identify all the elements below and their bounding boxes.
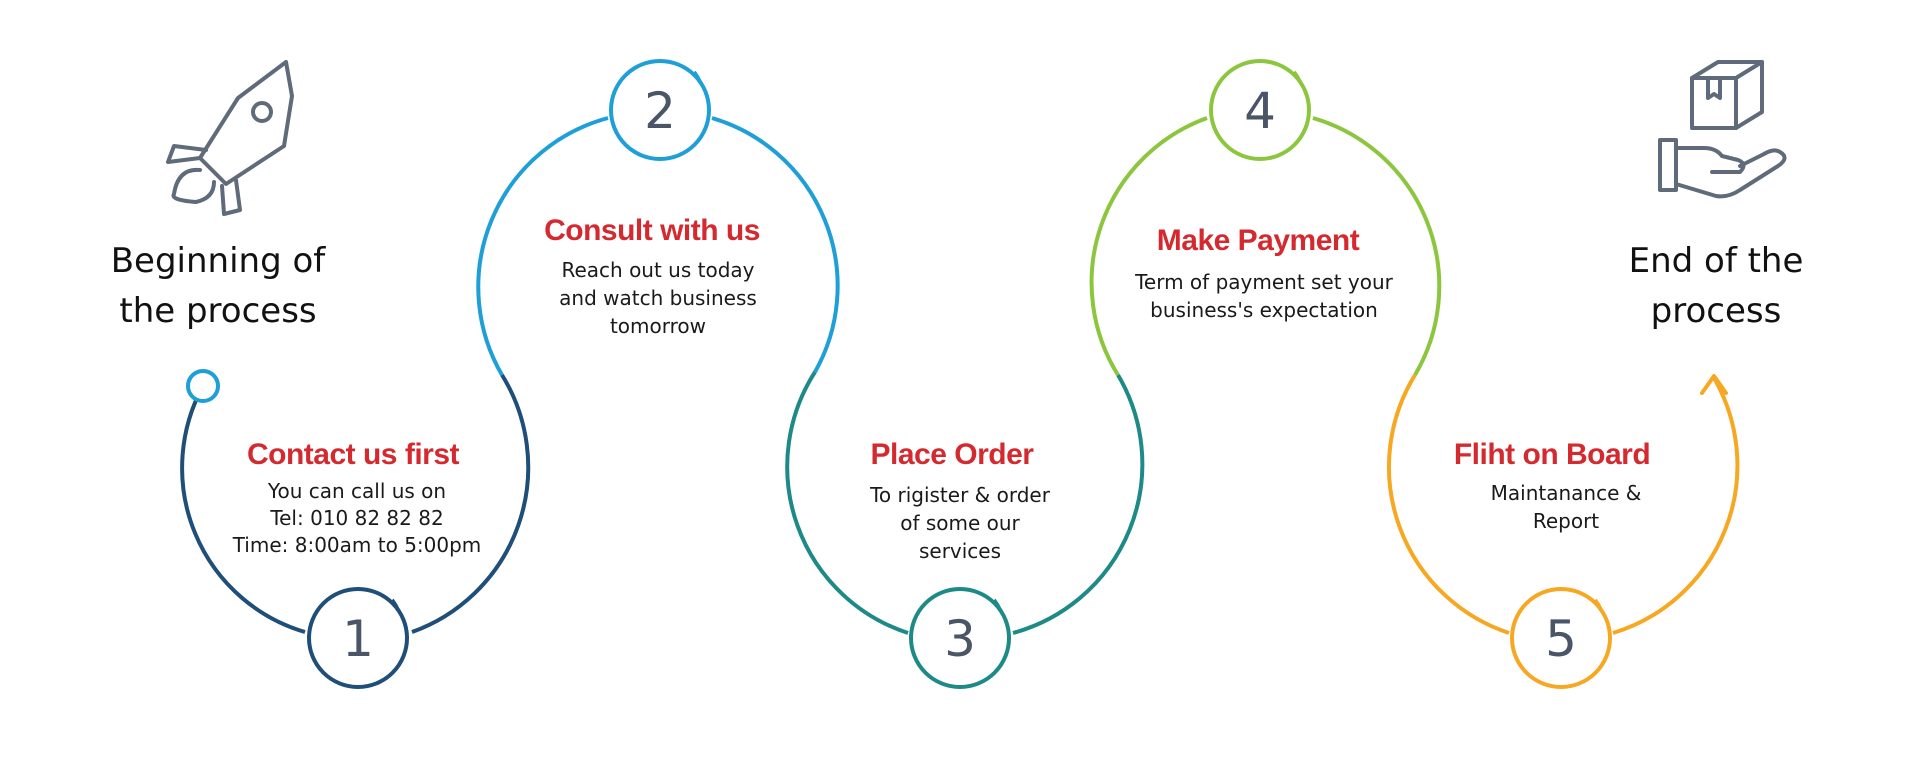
step-5-number: 5 [1545,610,1577,668]
step-3-number: 3 [944,610,976,668]
curve-step-4-right [1312,116,1442,377]
curve-step-2 [476,116,609,377]
step-3-line-3: services [919,539,1001,563]
step-3-title: Place Order [871,438,1035,471]
step-4-line-1: Term of payment set your [1134,270,1394,294]
step-1-title: Contact us first [247,438,460,471]
start-label-line-2: the process [119,291,316,331]
step-5-badge: 5 [1510,587,1612,689]
step-4-badge: 4 [1209,59,1311,161]
step-3-line-2: of some our [900,511,1020,535]
curve-step-1 [180,385,306,634]
step-2-line-1: Reach out us today [561,258,754,282]
step-2-line-2: and watch business [559,286,757,310]
hand-box-icon [1658,60,1787,199]
step-3-text: Place Order To rigister & order of some … [869,438,1051,563]
step-1-number: 1 [342,610,374,668]
curve-step-3-right [1012,373,1145,635]
step-2-number: 2 [644,82,676,140]
curve-step-4 [1089,116,1208,377]
step-3-badge: 3 [909,587,1011,689]
rocket-icon [166,60,294,216]
curve-step-1-right [411,373,531,634]
step-4-line-2: business's expectation [1150,298,1378,322]
step-1-line-3: Time: 8:00am to 5:00pm [232,533,482,557]
curve-step-5 [1386,373,1510,635]
curve-step-3 [785,370,909,635]
curve-step-5-right [1612,377,1740,635]
step-1-line-2: Tel: 010 82 82 82 [269,506,443,530]
step-1-text: Contact us first You can call us on Tel:… [232,438,482,557]
step-5-text: Fliht on Board Maintanance & Report [1454,438,1651,533]
step-1-badge: 1 [307,587,409,689]
step-5-title: Fliht on Board [1454,438,1650,471]
start-label-line-1: Beginning of [111,241,327,281]
step-4-text: Make Payment Term of payment set your bu… [1134,224,1394,322]
step-2-line-3: tomorrow [610,314,706,338]
curve-step-2-right [711,116,840,373]
step-2-title: Consult with us [544,214,760,247]
step-5-line-1: Maintanance & [1491,481,1642,505]
step-2-badge: 2 [609,59,711,161]
start-dot [186,369,220,403]
step-1-line-1: You can call us on [267,479,446,503]
end-label-line-2: process [1651,291,1782,331]
step-4-title: Make Payment [1157,224,1360,257]
step-3-line-1: To rigister & order [869,483,1051,507]
end-label-line-1: End of the [1629,241,1804,281]
step-2-text: Consult with us Reach out us today and w… [544,214,760,338]
step-5-line-2: Report [1533,509,1599,533]
step-4-number: 4 [1244,82,1276,140]
end-arrow-icon [1700,374,1728,395]
